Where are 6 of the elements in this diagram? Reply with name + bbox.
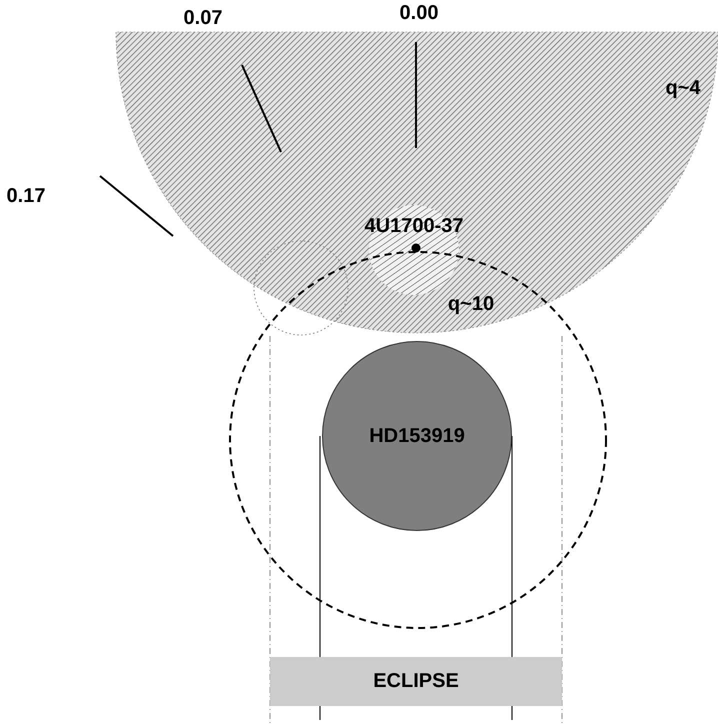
text-label: 0.17 [6, 186, 46, 206]
node-label: HD153919 [369, 424, 465, 448]
node-label: ECLIPSE [373, 670, 459, 693]
eclipse-bar [270, 657, 562, 706]
text-label: 0.00 [400, 3, 438, 23]
text-label: 0.07 [184, 8, 222, 28]
